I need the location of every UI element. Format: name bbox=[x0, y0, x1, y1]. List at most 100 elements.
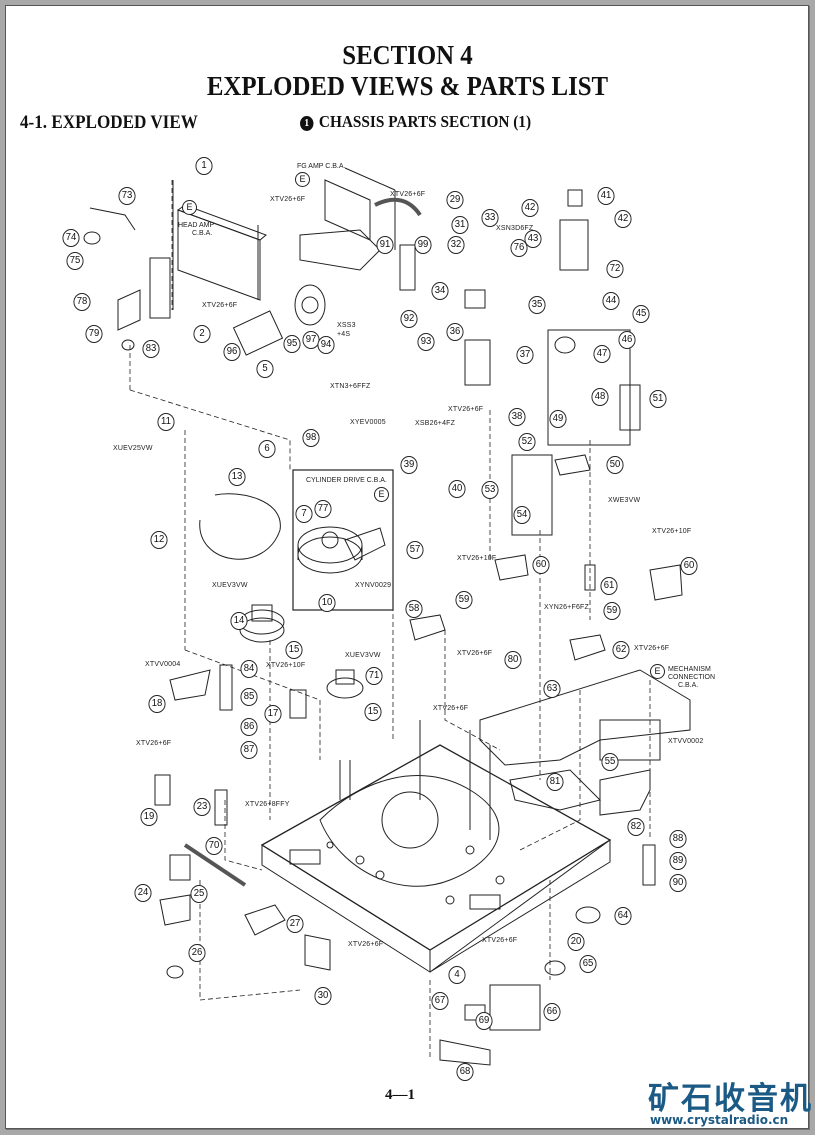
callout-41: 41 bbox=[597, 187, 615, 205]
callout-34: 34 bbox=[431, 282, 449, 300]
part-code: XTV26+6F bbox=[482, 937, 518, 944]
part-code: XTV26+10F bbox=[457, 555, 497, 562]
part-code: XTV26+6F bbox=[202, 302, 238, 309]
callout-58: 58 bbox=[405, 600, 423, 618]
callout-97: 97 bbox=[302, 331, 320, 349]
part-code: XSB26+4FZ bbox=[415, 420, 456, 427]
callout-75: 75 bbox=[66, 252, 84, 270]
callout-40: 40 bbox=[448, 480, 466, 498]
callout-88: 88 bbox=[669, 830, 687, 848]
callout-1: 1 bbox=[195, 157, 213, 175]
part-code: XYNV0029 bbox=[355, 582, 392, 589]
callout-78: 78 bbox=[73, 293, 91, 311]
callout-93: 93 bbox=[417, 333, 435, 351]
fg-amp-board bbox=[299, 167, 422, 271]
part-title: CHASSIS PARTS SECTION (1) bbox=[318, 112, 532, 131]
callout-73: 73 bbox=[118, 187, 136, 205]
watermark-url: www.crystalradio.cn bbox=[650, 1113, 789, 1127]
part-code: XTV26+6F bbox=[457, 650, 493, 657]
callout-82: 82 bbox=[627, 818, 645, 836]
drive-belt bbox=[199, 493, 281, 560]
head-amp-board bbox=[149, 180, 267, 319]
callout-32: 32 bbox=[447, 236, 465, 254]
part-code: XYN26+F6FZ bbox=[544, 604, 589, 611]
part-code: XTV26+10F bbox=[266, 662, 306, 669]
capstan-motor bbox=[232, 284, 326, 356]
callout-35: 35 bbox=[528, 296, 546, 314]
callout-71: 71 bbox=[365, 667, 383, 685]
part-code: XSN3D6FZ bbox=[496, 225, 534, 232]
callout-12: 12 bbox=[150, 531, 168, 549]
callout-60: 60 bbox=[532, 556, 550, 574]
part-code: XTVV0004 bbox=[145, 661, 181, 668]
pinch-arm bbox=[83, 207, 141, 351]
callout-77: 77 bbox=[314, 500, 332, 518]
callout-64: 64 bbox=[614, 907, 632, 925]
callout-50: 50 bbox=[606, 456, 624, 474]
part-code: XTV26+6F bbox=[390, 191, 426, 198]
callout-74: 74 bbox=[62, 229, 80, 247]
callout-14: 14 bbox=[230, 612, 248, 630]
callout-20: 20 bbox=[567, 933, 585, 951]
part-code: XTV26+10F bbox=[652, 528, 692, 535]
callout-68: 68 bbox=[456, 1063, 474, 1081]
callout-4: 4 bbox=[448, 966, 466, 984]
part-code: XTVV0002 bbox=[668, 738, 704, 745]
callout-42: 42 bbox=[614, 210, 632, 228]
part-heading: 1 CHASSIS PARTS SECTION (1) bbox=[300, 112, 531, 132]
section-title: SECTION 4 bbox=[342, 40, 473, 70]
part-code: XTV26+6F bbox=[634, 645, 670, 652]
subsection-heading: 4-1. EXPLODED VIEW bbox=[20, 112, 198, 133]
callout-54: 54 bbox=[513, 506, 531, 524]
callout-67: 67 bbox=[431, 992, 449, 1010]
watermark-logo: 矿石收音机 bbox=[648, 1081, 813, 1117]
callout-91: 91 bbox=[376, 236, 394, 254]
callout-39: 39 bbox=[400, 456, 418, 474]
callout-92: 92 bbox=[400, 310, 418, 328]
callout-45: 45 bbox=[632, 305, 650, 323]
callout-89: 89 bbox=[669, 852, 687, 870]
callout-11: 11 bbox=[157, 413, 175, 431]
assembly-leader-lines bbox=[129, 180, 651, 1060]
callout-48: 48 bbox=[591, 388, 609, 406]
callout-31: 31 bbox=[451, 216, 469, 234]
callout-29: 29 bbox=[446, 191, 464, 209]
callout-95: 95 bbox=[283, 335, 301, 353]
callout-81: 81 bbox=[546, 773, 564, 791]
callout-6: 6 bbox=[258, 440, 276, 458]
callout-90: 90 bbox=[669, 874, 687, 892]
callout-63: 63 bbox=[543, 680, 561, 698]
callout-69: 69 bbox=[475, 1012, 493, 1030]
callout-46: 46 bbox=[618, 331, 636, 349]
callout-37: 37 bbox=[516, 346, 534, 364]
callout-15: 15 bbox=[364, 703, 382, 721]
callout-99: 99 bbox=[414, 236, 432, 254]
callout-36: 36 bbox=[446, 323, 464, 341]
callout-30: 30 bbox=[314, 987, 332, 1005]
fg-amp-label: FG AMP C.B.A. bbox=[297, 163, 346, 170]
callout-43: 43 bbox=[524, 230, 542, 248]
part-code: XTV26+6F bbox=[270, 196, 306, 203]
part-code: XTN3+6FFZ bbox=[330, 383, 371, 390]
part-code: XYEV0005 bbox=[350, 419, 386, 426]
e-mark-icon: E bbox=[295, 172, 310, 187]
callout-84: 84 bbox=[240, 660, 258, 678]
part-number-marker: 1 bbox=[300, 116, 314, 131]
loading-assembly bbox=[511, 189, 641, 536]
callout-49: 49 bbox=[549, 410, 567, 428]
callout-42: 42 bbox=[521, 199, 539, 217]
callout-59: 59 bbox=[603, 602, 621, 620]
callout-87: 87 bbox=[240, 741, 258, 759]
callout-83: 83 bbox=[142, 340, 160, 358]
callout-76: 76 bbox=[510, 239, 528, 257]
callout-19: 19 bbox=[140, 808, 158, 826]
part-code: XUEV3VW bbox=[345, 652, 381, 659]
callout-61: 61 bbox=[600, 577, 618, 595]
callout-72: 72 bbox=[606, 260, 624, 278]
part-code: XTV26+6F bbox=[136, 740, 172, 747]
callout-38: 38 bbox=[508, 408, 526, 426]
callout-62: 62 bbox=[612, 641, 630, 659]
callout-52: 52 bbox=[518, 433, 536, 451]
